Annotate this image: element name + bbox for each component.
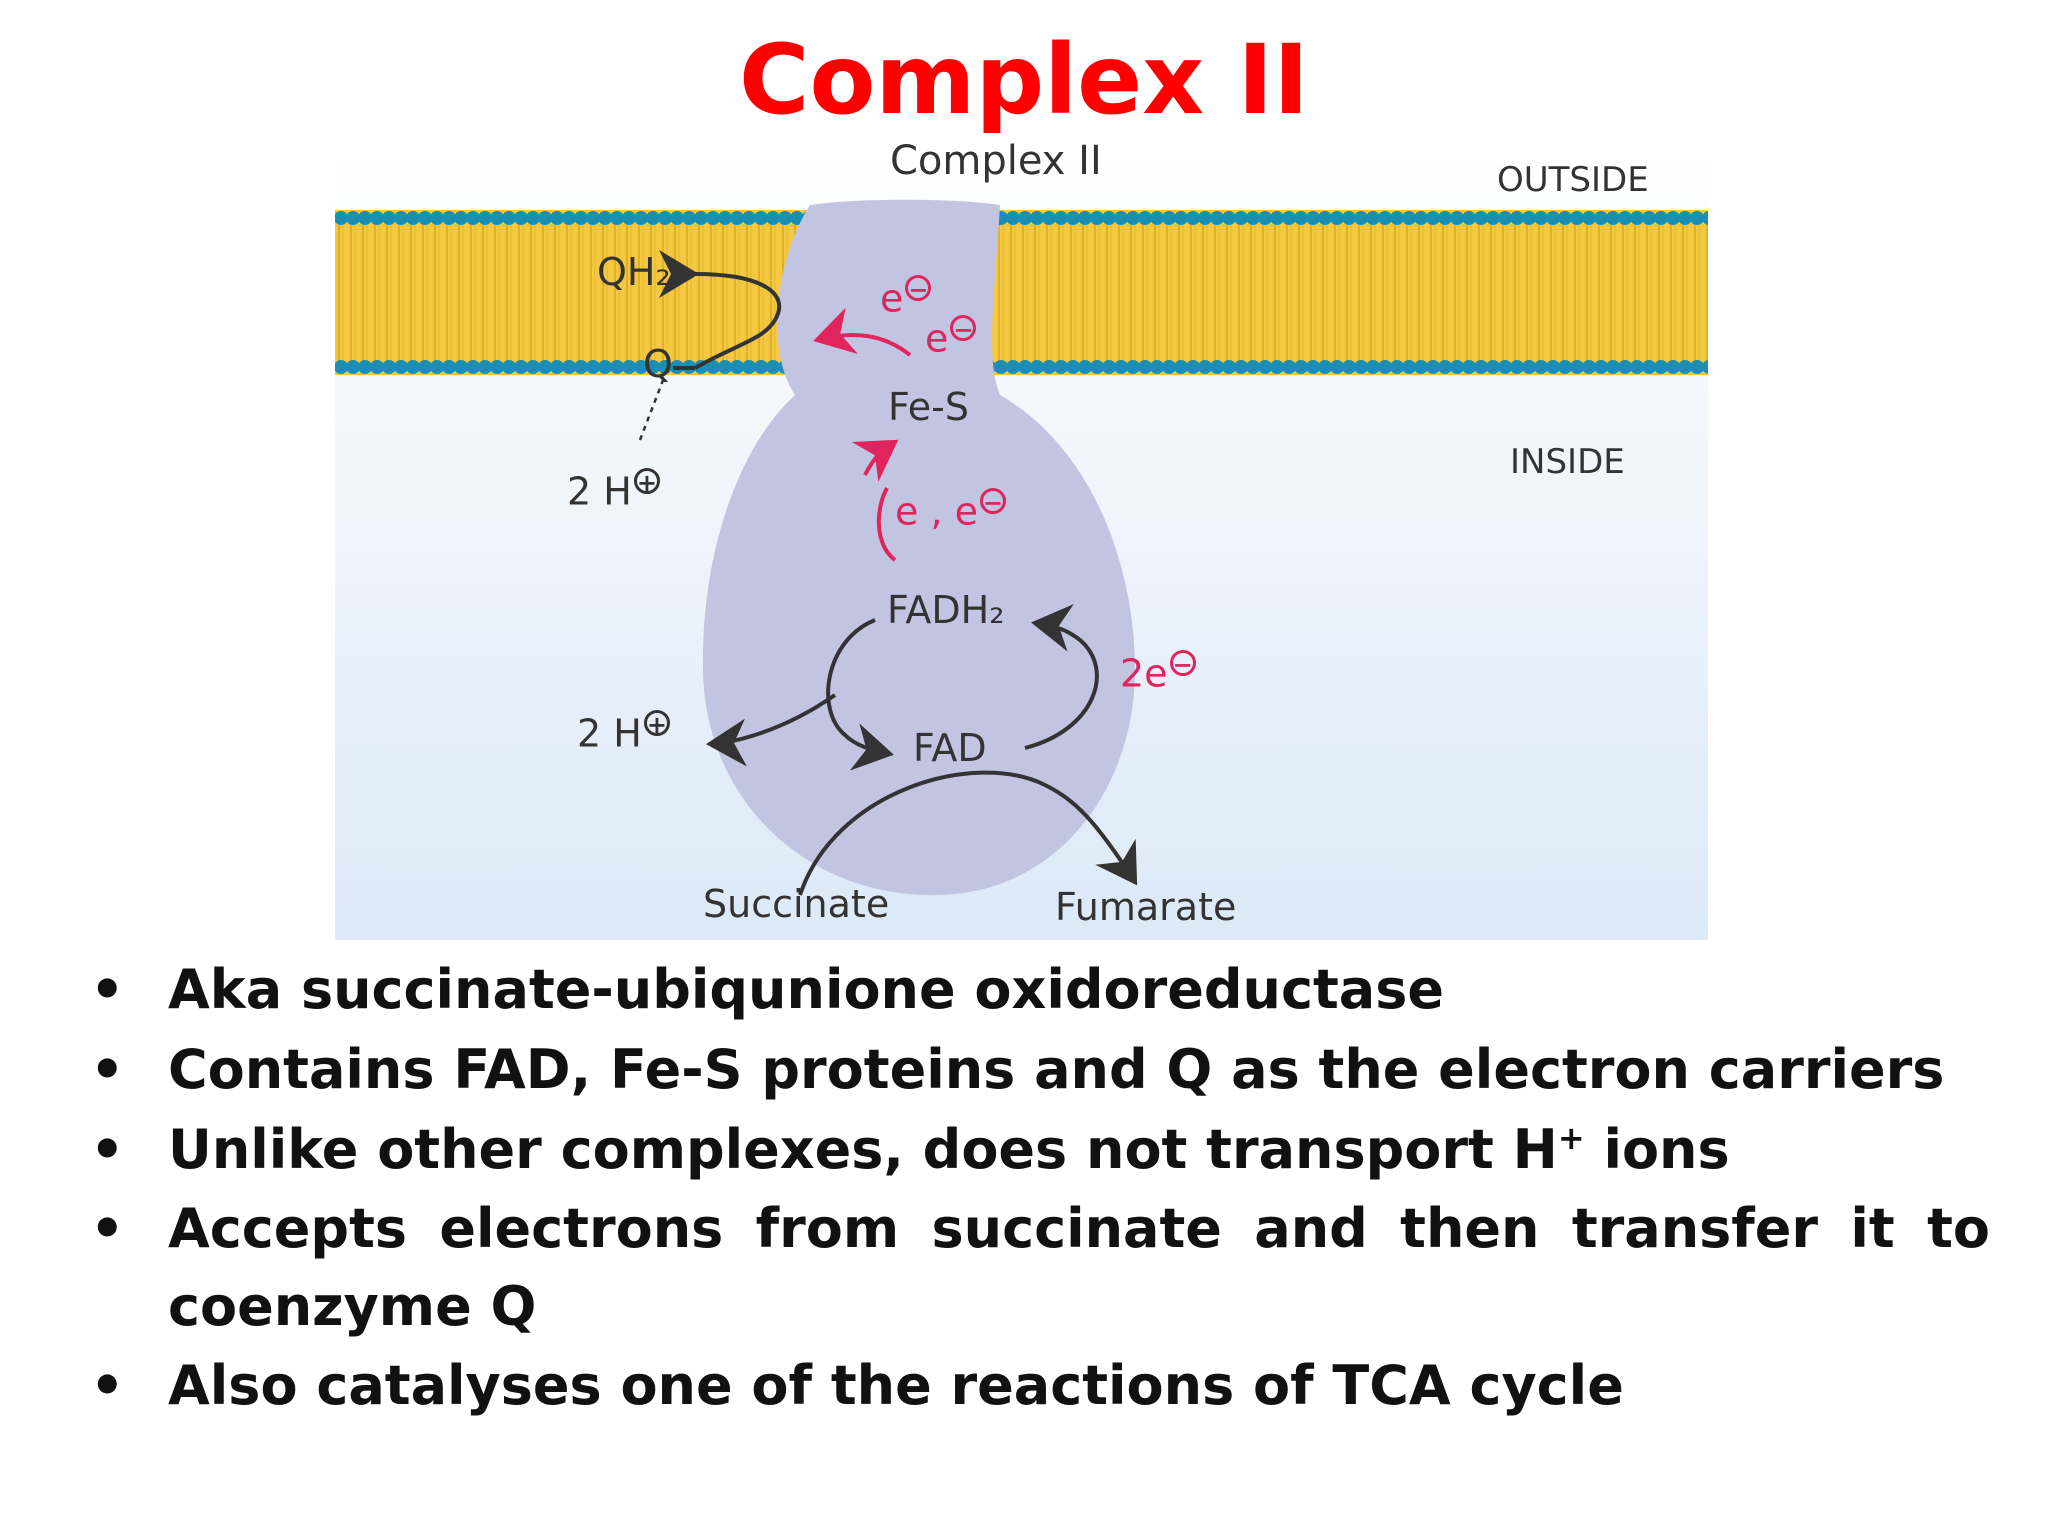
label-fad: FAD (913, 726, 987, 770)
label-electron-2: e− (925, 315, 976, 361)
list-item: •Contains FAD, Fe-S proteins and Q as th… (80, 1030, 1990, 1110)
plus-charge-icon: + (644, 710, 670, 736)
minus-charge-icon: − (980, 488, 1006, 514)
list-item: •Aka succinate-ubiqunione oxidoreductase (80, 950, 1990, 1030)
label-proton-bottom: 2 H+ (577, 710, 670, 756)
slide-title: Complex II (0, 20, 2048, 140)
label-electron-1: e− (880, 275, 931, 321)
lipid-bilayer (335, 210, 1708, 375)
diagram-graphic (335, 150, 1708, 940)
list-item: •Also catalyses one of the reactions of … (80, 1346, 1990, 1426)
list-item: •Accepts electrons from succinate and th… (80, 1190, 1990, 1346)
list-item: •Unlike other complexes, does not transp… (80, 1110, 1990, 1190)
label-fe-s: Fe-S (888, 385, 969, 429)
complex-ii-diagram: Complex II OUTSIDE INSIDE QH₂ Q 2 H+ e− … (335, 150, 1708, 940)
label-succinate: Succinate (703, 882, 889, 926)
bullet-list: •Aka succinate-ubiqunione oxidoreductase… (80, 950, 1990, 1426)
label-q: Q (643, 342, 673, 386)
label-outside: OUTSIDE (1497, 160, 1649, 200)
label-fadh2: FADH₂ (887, 588, 1004, 632)
minus-charge-icon: − (905, 275, 931, 301)
plus-charge-icon: + (634, 468, 660, 494)
label-proton-top: 2 H+ (567, 468, 660, 514)
label-electron-pair: e , e− (895, 488, 1006, 534)
minus-charge-icon: − (1170, 650, 1196, 676)
minus-charge-icon: − (950, 315, 976, 341)
label-two-electrons: 2e− (1120, 650, 1196, 696)
label-qh2: QH₂ (597, 250, 671, 294)
label-complex-ii: Complex II (890, 138, 1102, 184)
label-fumarate: Fumarate (1055, 885, 1236, 929)
label-inside: INSIDE (1510, 442, 1625, 482)
